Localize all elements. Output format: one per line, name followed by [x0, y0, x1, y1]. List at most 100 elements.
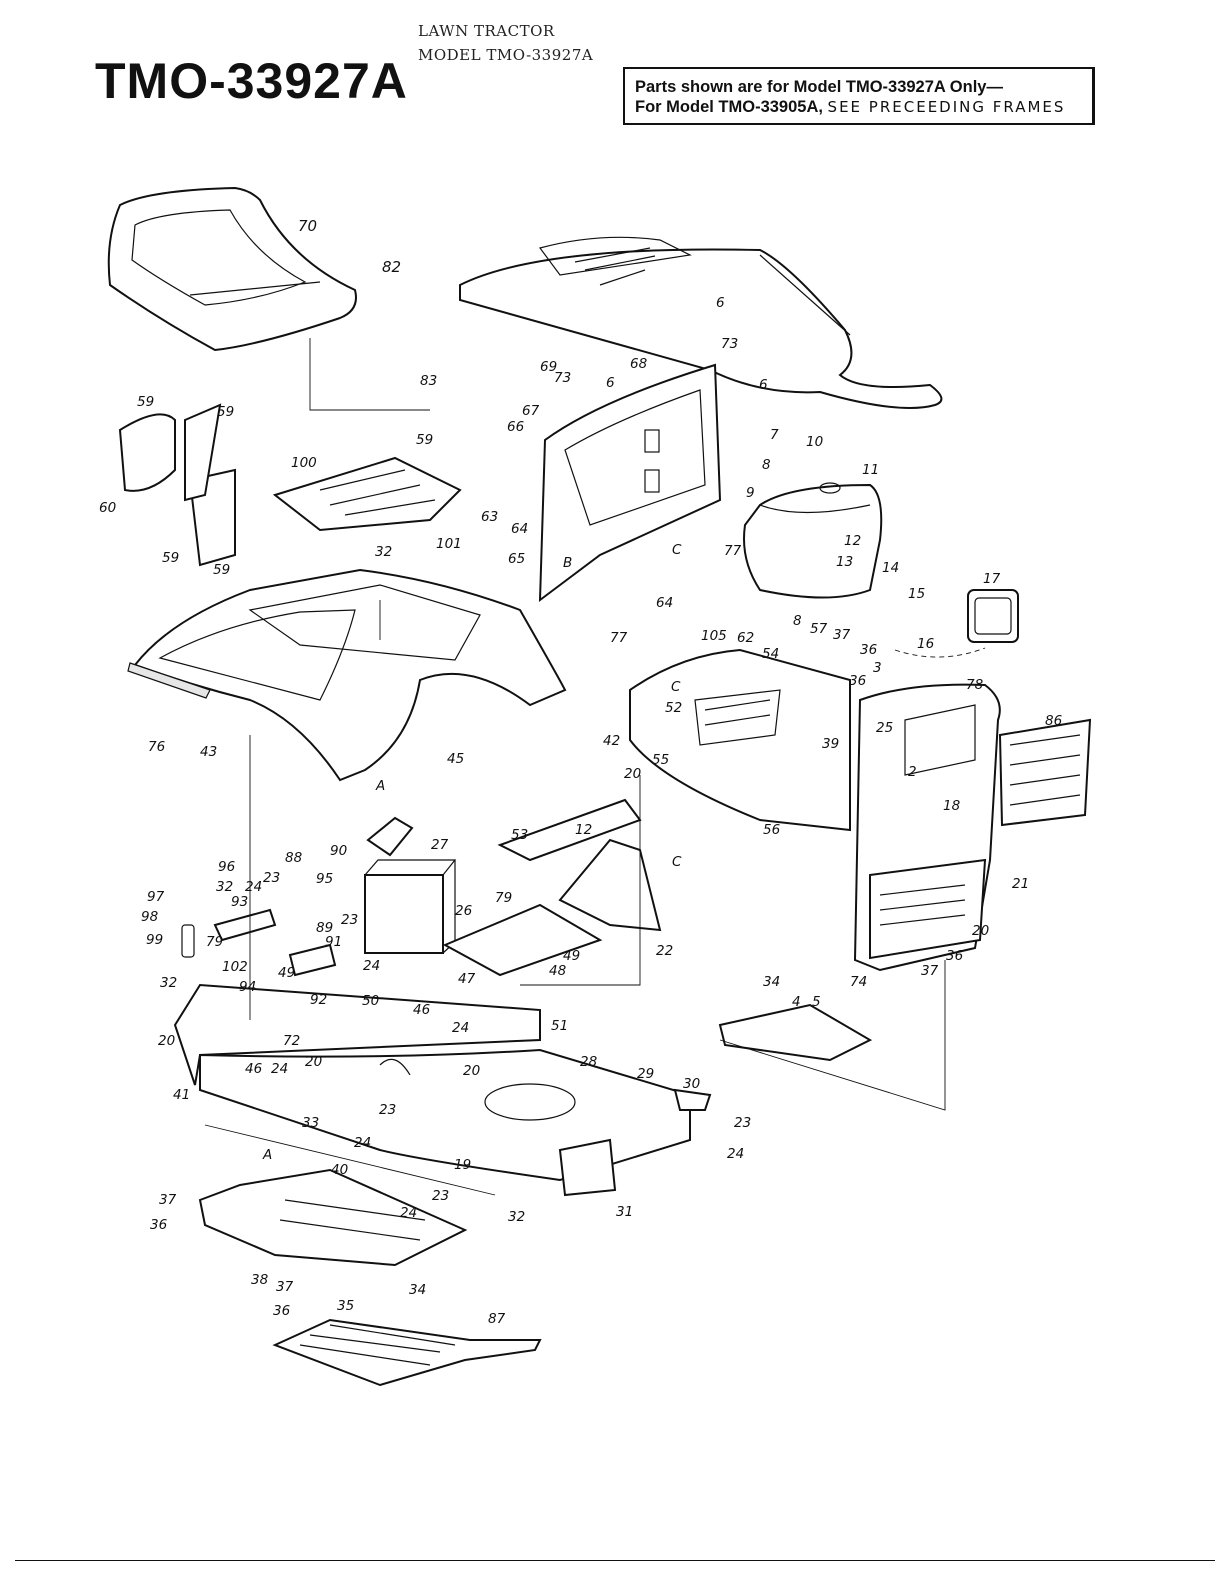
callout-98: 98 [141, 909, 158, 925]
callout-12: 12 [575, 822, 592, 838]
callout-5: 5 [812, 994, 821, 1010]
callout-79: 79 [206, 934, 223, 950]
callout-48: 48 [549, 963, 566, 979]
callout-42: 42 [603, 733, 620, 749]
callout-labels: 70 82 59 59 60 59 59 100 83 59 101 69 73… [99, 217, 1062, 1327]
product-type-label: LAWN TRACTOR [418, 22, 555, 40]
callout-45: 45 [447, 751, 464, 767]
callout-23: 23 [341, 912, 358, 928]
callout-14: 14 [882, 560, 899, 576]
callout-78: 78 [966, 677, 983, 693]
callout-59: 59 [213, 562, 230, 578]
callout-20: 20 [463, 1063, 480, 1079]
floor-mat-part [272, 1318, 542, 1387]
callout-24: 24 [452, 1020, 469, 1036]
callout-30: 30 [683, 1076, 700, 1092]
footrest-left-part [198, 1168, 468, 1267]
callout-7: 7 [770, 427, 779, 443]
callout-20: 20 [158, 1033, 175, 1049]
callout-36: 36 [150, 1217, 167, 1233]
callout-86: 86 [1045, 713, 1062, 729]
callout-25: 25 [876, 720, 893, 736]
seat-bracket-left-part [118, 403, 236, 567]
callout-2: 2 [908, 764, 917, 780]
callout-19: 19 [454, 1157, 471, 1173]
battery-part [364, 816, 457, 954]
callout-37: 37 [833, 627, 851, 643]
callout-16: 16 [917, 636, 934, 652]
callout-C: C [672, 854, 682, 870]
callout-36: 36 [849, 673, 866, 689]
callout-37: 37 [159, 1192, 177, 1208]
callout-32: 32 [375, 544, 392, 560]
model-subtitle-label: MODEL TMO-33927A [418, 46, 594, 64]
dash-panel-part [538, 363, 722, 603]
callout-21: 21 [1012, 876, 1029, 892]
callout-65: 65 [508, 551, 525, 567]
callout-50: 50 [362, 993, 379, 1009]
callout-74: 74 [850, 974, 867, 990]
callout-32: 32 [508, 1209, 525, 1225]
callout-90: 90 [330, 843, 347, 859]
callout-53: 53 [511, 827, 528, 843]
callout-64: 64 [656, 595, 673, 611]
callout-28: 28 [580, 1054, 597, 1070]
callout-83: 83 [420, 373, 437, 389]
fuel-tank-part [743, 482, 883, 599]
callout-62: 62 [737, 630, 754, 646]
seat-pan-part [272, 456, 462, 532]
callout-92: 92 [310, 992, 327, 1008]
battery-plate-part [442, 903, 603, 977]
callout-73: 73 [721, 336, 738, 352]
notice-line-2-printed: For Model TMO-33905A, [635, 98, 823, 116]
callout-43: 43 [200, 744, 217, 760]
callout-46: 46 [413, 1002, 430, 1018]
callout-36: 36 [860, 642, 877, 658]
support-bracket-part [497, 798, 662, 932]
callout-33: 33 [302, 1115, 319, 1131]
callout-B: B [563, 555, 572, 571]
callout-A: A [262, 1147, 272, 1163]
callout-23: 23 [432, 1188, 449, 1204]
callout-A: A [375, 778, 385, 794]
callout-29: 29 [637, 1066, 654, 1082]
callout-69: 69 [540, 359, 557, 375]
callout-12: 12 [844, 533, 861, 549]
callout-34: 34 [409, 1282, 426, 1298]
callout-55: 55 [652, 752, 669, 768]
callout-22: 22 [656, 943, 673, 959]
notice-line-2-handwritten: SEE PRECEEDING FRAMES [827, 98, 1066, 116]
callout-13: 13 [836, 554, 853, 570]
callout-36: 36 [946, 948, 963, 964]
callout-23: 23 [379, 1102, 396, 1118]
callout-20: 20 [624, 766, 641, 782]
callout-91: 91 [325, 934, 342, 950]
callout-23: 23 [263, 870, 280, 886]
assembly-reference-lines [204, 338, 986, 1196]
callout-10: 10 [806, 434, 823, 450]
callout-88: 88 [285, 850, 302, 866]
callout-73: 73 [554, 370, 571, 386]
callout-39: 39 [822, 736, 839, 752]
callout-C: C [671, 679, 681, 695]
callout-17: 17 [983, 571, 1001, 587]
callout-32: 32 [216, 879, 233, 895]
callout-102: 102 [222, 959, 248, 975]
callout-9: 9 [746, 485, 755, 501]
callout-59: 59 [416, 432, 433, 448]
callout-89: 89 [316, 920, 333, 936]
callout-31: 31 [616, 1204, 633, 1220]
callout-47: 47 [458, 971, 476, 987]
callout-6: 6 [606, 375, 615, 391]
headlight-part [967, 589, 1019, 643]
callout-3: 3 [873, 660, 882, 676]
callout-27: 27 [431, 837, 449, 853]
callout-59: 59 [137, 394, 154, 410]
notice-line-2: For Model TMO-33905A, SEE PRECEEDING FRA… [635, 97, 1082, 117]
callout-59: 59 [217, 404, 234, 420]
callout-4: 4 [792, 994, 801, 1010]
callout-37: 37 [921, 963, 939, 979]
callout-18: 18 [943, 798, 960, 814]
callout-93: 93 [231, 894, 248, 910]
